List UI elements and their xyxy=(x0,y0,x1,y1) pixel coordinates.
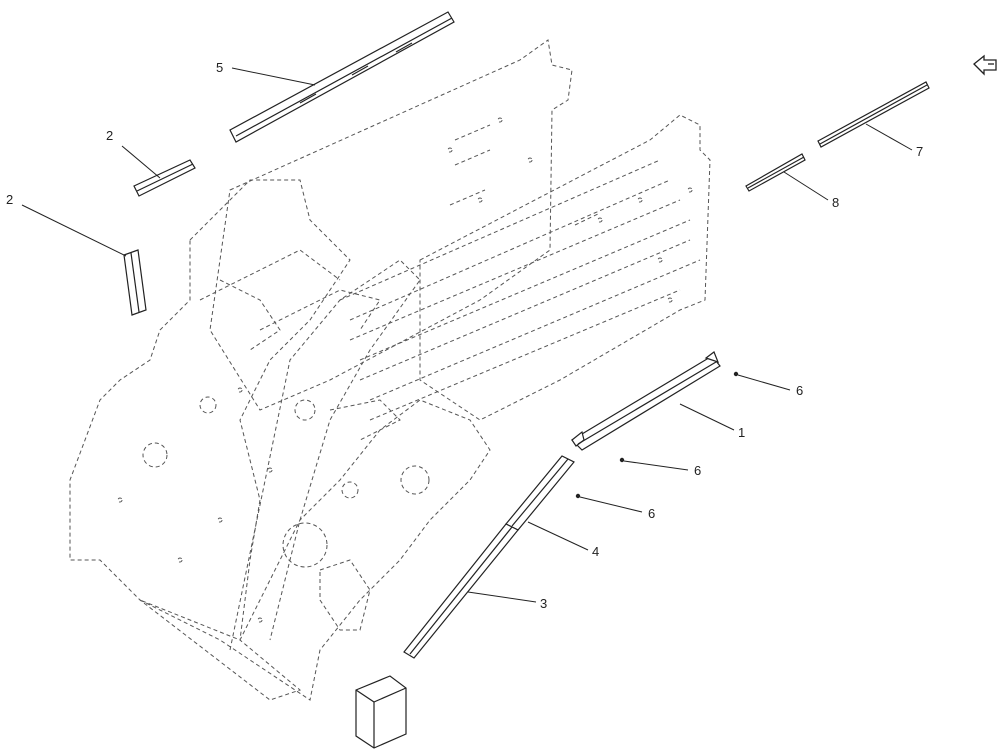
leader-4 xyxy=(527,521,589,551)
part-7-rail xyxy=(817,81,930,148)
callout-2-upper: 2 xyxy=(106,128,113,143)
leader-6b xyxy=(623,460,689,471)
callout-2-side: 2 xyxy=(6,192,13,207)
callout-6a: 6 xyxy=(796,383,803,398)
lower-block-component xyxy=(355,675,407,749)
leader-3 xyxy=(467,591,537,603)
part-2-side-bracket xyxy=(123,249,147,316)
callout-7: 7 xyxy=(916,144,923,159)
leader-7 xyxy=(865,123,913,151)
callout-5: 5 xyxy=(216,60,223,75)
leader-8 xyxy=(783,171,829,201)
hand-pointing-left-icon[interactable] xyxy=(973,54,997,76)
leader-5 xyxy=(231,67,316,86)
part-8-rail xyxy=(745,153,806,192)
callout-6c: 6 xyxy=(648,506,655,521)
part-6-fastener-c xyxy=(575,493,581,499)
leader-1 xyxy=(679,403,735,431)
leader-2-upper xyxy=(121,145,161,179)
part-2-upper-bracket xyxy=(133,159,196,197)
callout-1: 1 xyxy=(738,425,745,440)
part-6-fastener-b xyxy=(619,457,625,463)
part-6-fastener-a xyxy=(733,371,739,377)
leader-2-side xyxy=(21,204,127,257)
callout-3: 3 xyxy=(540,596,547,611)
callout-6b: 6 xyxy=(694,463,701,478)
leader-6c xyxy=(579,496,643,513)
part-3-channel xyxy=(403,523,519,659)
callout-8: 8 xyxy=(832,195,839,210)
frame-phantom-outline xyxy=(69,39,711,701)
leader-6a xyxy=(737,374,791,391)
part-5-top-rail xyxy=(229,11,455,143)
callout-4: 4 xyxy=(592,544,599,559)
part-4-channel xyxy=(505,455,575,531)
part-1-channel xyxy=(571,351,721,451)
